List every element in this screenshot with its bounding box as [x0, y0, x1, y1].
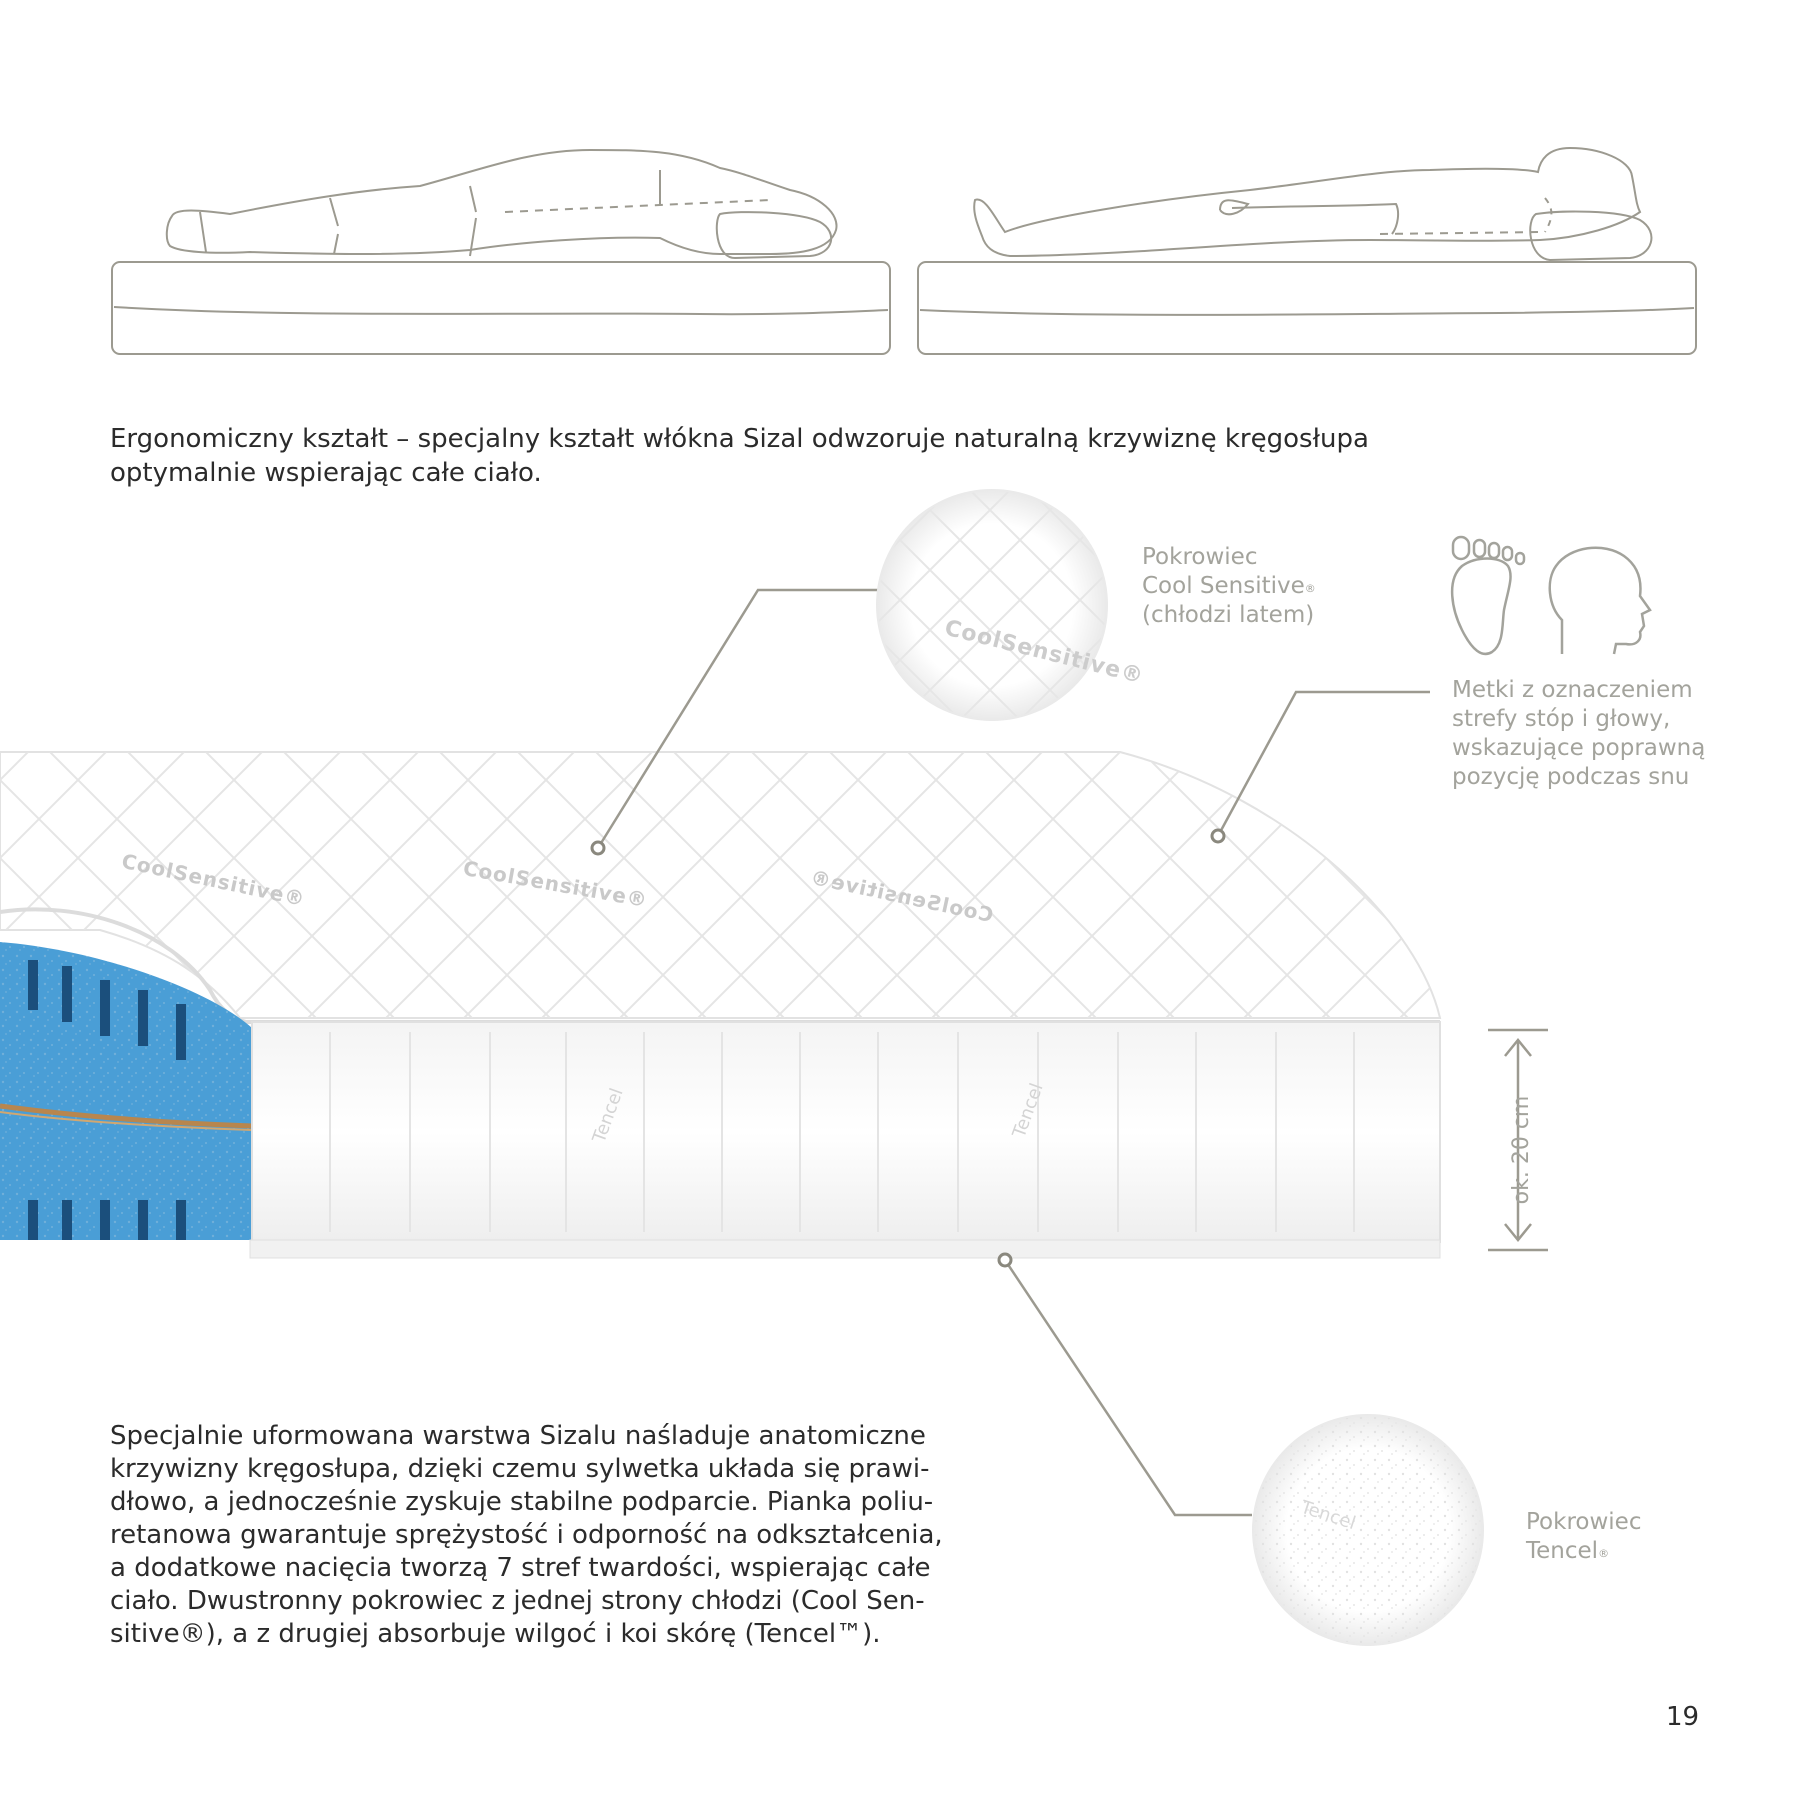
registered-mark: ® — [1304, 582, 1316, 595]
head-icon — [1548, 546, 1652, 655]
callout-tags: Metki z oznaczeniem strefy stóp i głowy,… — [1452, 676, 1705, 792]
foot-icon — [1450, 535, 1526, 656]
body-line: sitive®), a z drugiej absorbuje wilgoć i… — [110, 1619, 881, 1649]
callout-line: strefy stóp i głowy, — [1452, 706, 1671, 732]
body-line: Specjalnie uformowana warstwa Sizalu naś… — [110, 1421, 926, 1451]
intro-paragraph: Ergonomiczny kształt – specjalny kształt… — [110, 422, 1470, 490]
callout-cool-sensitive: Pokrowiec Cool Sensitive® (chłodzi latem… — [1142, 543, 1316, 630]
callout-line: pozycję podczas snu — [1452, 764, 1690, 790]
tencel-zoom — [1252, 1414, 1484, 1646]
back-sleeper-figure — [917, 146, 1697, 355]
callout-line: wskazujące poprawną — [1452, 735, 1706, 761]
height-dimension — [1488, 1028, 1548, 1252]
body-line: krzywizny kręgosłupa, dzięki czemu sylwe… — [110, 1454, 930, 1484]
callout-line: Pokrowiec — [1526, 1509, 1642, 1535]
leader-lines — [596, 588, 1430, 1517]
registered-mark: ® — [1598, 1547, 1610, 1560]
callout-tencel: Pokrowiec Tencel® — [1526, 1508, 1641, 1566]
leader-dot-cool — [590, 840, 606, 856]
leader-dots — [590, 828, 1226, 1268]
callout-line: Tencel® — [1526, 1538, 1610, 1564]
page-number: 19 — [1666, 1702, 1700, 1732]
height-label: ok. 20 cm — [1509, 1095, 1534, 1205]
intro-line: optymalnie wspierając całe ciało. — [110, 458, 542, 488]
callout-line: Cool Sensitive® — [1142, 573, 1316, 599]
body-paragraph: Specjalnie uformowana warstwa Sizalu naś… — [110, 1420, 980, 1651]
intro-line: Ergonomiczny kształt – specjalny kształt… — [110, 424, 1369, 454]
body-line: ciało. Dwustronny pokrowiec z jednej str… — [110, 1586, 925, 1616]
callout-line: Pokrowiec — [1142, 544, 1258, 570]
callout-line: Metki z oznaczeniem — [1452, 677, 1693, 703]
mattress-cutaway — [0, 751, 1442, 1259]
body-line: a dodatkowe nacięcia tworzą 7 stref twar… — [110, 1553, 931, 1583]
body-line: dłowo, a jednocześnie zyskuje stabilne p… — [110, 1487, 934, 1517]
body-line: retanowa gwarantuje sprężystość i odporn… — [110, 1520, 943, 1550]
callout-line: (chłodzi latem) — [1142, 602, 1315, 628]
side-sleeper-figure — [111, 148, 891, 355]
leader-dot-tags — [1210, 828, 1226, 844]
cool-sensitive-zoom — [876, 489, 1108, 721]
leader-dot-tencel — [997, 1252, 1013, 1268]
